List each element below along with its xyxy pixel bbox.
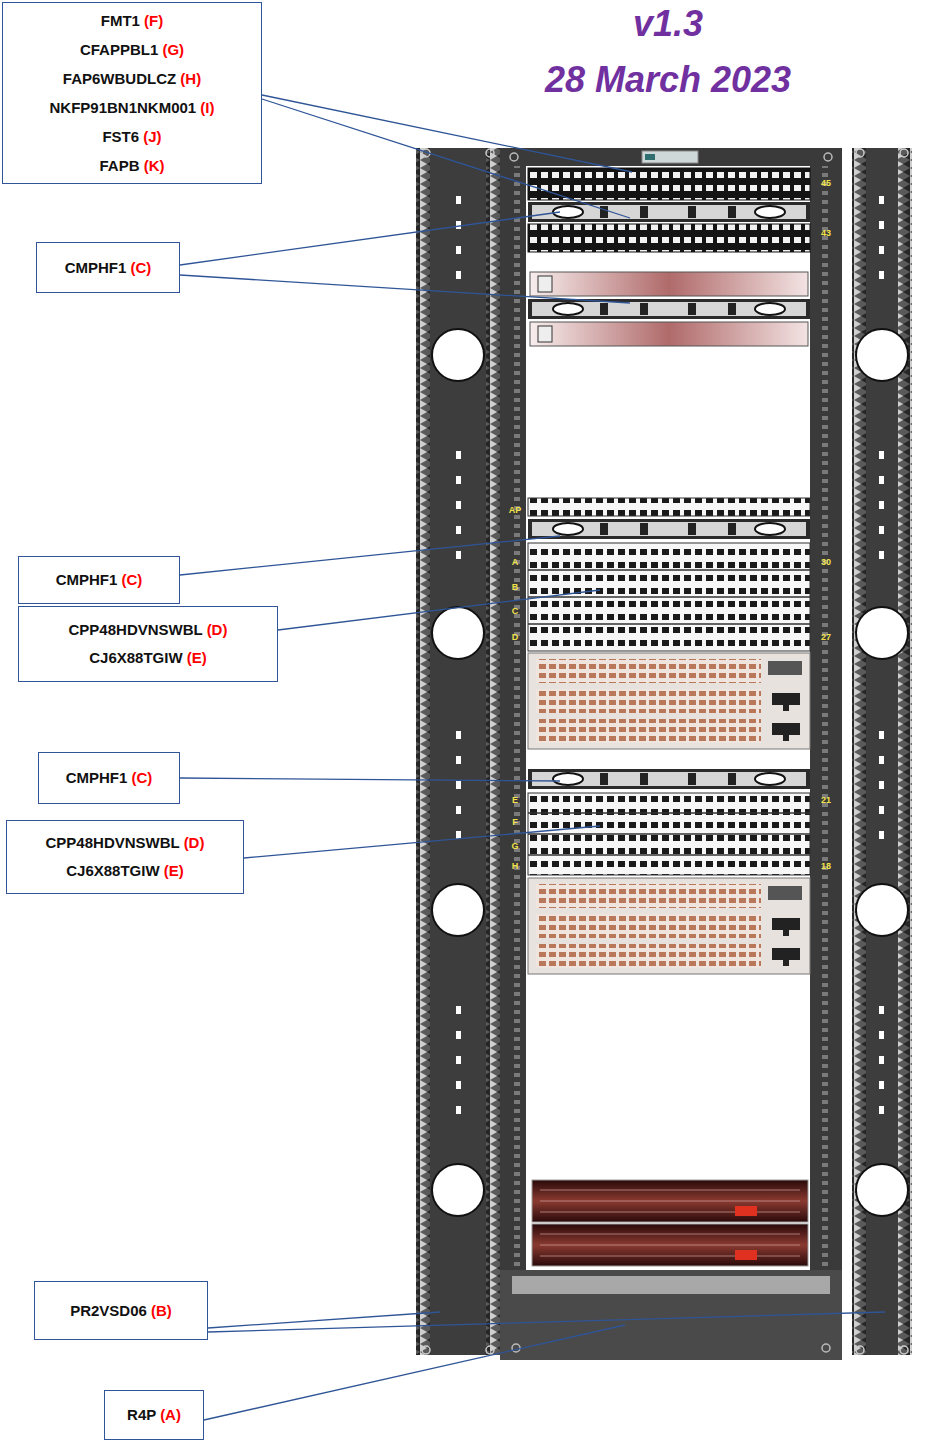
part-code: CPP48HDVNSWBL: [69, 621, 207, 638]
callout-letter: (J): [143, 128, 161, 145]
callout-letter: (I): [200, 99, 214, 116]
callout-letter: (E): [164, 862, 184, 879]
callout-letter: (C): [131, 259, 152, 276]
panel-letter: H: [512, 862, 519, 871]
leader-lines: [180, 95, 885, 1420]
callout-letter: (K): [144, 157, 165, 174]
rack-unit-number: 45: [821, 179, 831, 188]
callout-letter: (H): [180, 70, 201, 87]
rack-frame: [500, 148, 842, 1360]
part-label: R4P (A): [127, 1403, 181, 1427]
panel-letter: AP: [509, 506, 522, 515]
panel-letter: F: [512, 818, 518, 827]
callout-box: CMPHF1 (C): [38, 752, 180, 804]
part-label: FAPB (K): [99, 151, 164, 180]
callout-box: PR2VSD06 (B): [34, 1281, 208, 1340]
part-code: FAPB: [99, 157, 143, 174]
part-code: CPP48HDVNSWBL: [46, 834, 184, 851]
rack-equipment: [528, 168, 810, 1266]
part-code: CFAPPBL1: [80, 41, 163, 58]
part-code: FAP6WBUDLCZ: [63, 70, 181, 87]
part-label: CMPHF1 (C): [56, 568, 143, 592]
part-label: NKFP91BN1NKM001 (I): [49, 93, 214, 122]
part-label: CJ6X88TGIW (E): [66, 857, 184, 885]
part-code: FMT1: [101, 12, 144, 29]
callout-letter: (C): [132, 769, 153, 786]
version-title: v1.3: [633, 4, 703, 44]
part-label: CFAPPBL1 (G): [80, 35, 184, 64]
part-code: R4P: [127, 1406, 160, 1423]
panel-letter: A: [512, 558, 519, 567]
part-code: CMPHF1: [65, 259, 131, 276]
callout-box: R4P (A): [104, 1390, 204, 1440]
callout-box: CMPHF1 (C): [36, 242, 180, 293]
callout-letter: (G): [162, 41, 184, 58]
panel-letter: D: [512, 633, 519, 642]
part-label: PR2VSD06 (B): [70, 1299, 172, 1323]
callout-letter: (E): [187, 649, 207, 666]
date-label: 28 March 2023: [545, 60, 791, 100]
callout-box: CMPHF1 (C): [18, 556, 180, 604]
callout-box: CPP48HDVNSWBL (D)CJ6X88TGIW (E): [6, 820, 244, 894]
part-label: CJ6X88TGIW (E): [89, 644, 207, 672]
part-code: FST6: [102, 128, 143, 145]
part-label: FAP6WBUDLCZ (H): [63, 64, 201, 93]
panel-letter: E: [512, 796, 518, 805]
rack-unit-number: 18: [821, 862, 831, 871]
part-code: CJ6X88TGIW: [89, 649, 187, 666]
part-label: FMT1 (F): [101, 6, 164, 35]
part-label: CPP48HDVNSWBL (D): [46, 829, 205, 857]
callout-box: CPP48HDVNSWBL (D)CJ6X88TGIW (E): [18, 606, 278, 682]
part-label: CMPHF1 (C): [65, 256, 152, 280]
callout-letter: (D): [207, 621, 228, 638]
rack-unit-number: 43: [821, 229, 831, 238]
callout-letter: (D): [184, 834, 205, 851]
panel-letter: B: [512, 583, 519, 592]
callout-box: FMT1 (F)CFAPPBL1 (G)FAP6WBUDLCZ (H)NKFP9…: [2, 2, 262, 184]
panel-letter: C: [512, 607, 519, 616]
part-label: CPP48HDVNSWBL (D): [69, 616, 228, 644]
rack-unit-number: 21: [821, 796, 831, 805]
rack-unit-number: 30: [821, 558, 831, 567]
callout-letter: (F): [144, 12, 163, 29]
part-code: PR2VSD06: [70, 1302, 151, 1319]
part-code: NKFP91BN1NKM001: [49, 99, 200, 116]
callout-letter: (B): [151, 1302, 172, 1319]
part-label: FST6 (J): [102, 122, 161, 151]
part-code: CMPHF1: [56, 571, 122, 588]
rack-unit-number: 27: [821, 633, 831, 642]
part-code: CJ6X88TGIW: [66, 862, 164, 879]
right-cable-manager: [852, 148, 912, 1355]
part-label: CMPHF1 (C): [66, 766, 153, 790]
left-cable-manager: [416, 148, 500, 1355]
callout-letter: (C): [122, 571, 143, 588]
callout-letter: (A): [160, 1406, 181, 1423]
part-code: CMPHF1: [66, 769, 132, 786]
panel-letter: G: [511, 842, 518, 851]
